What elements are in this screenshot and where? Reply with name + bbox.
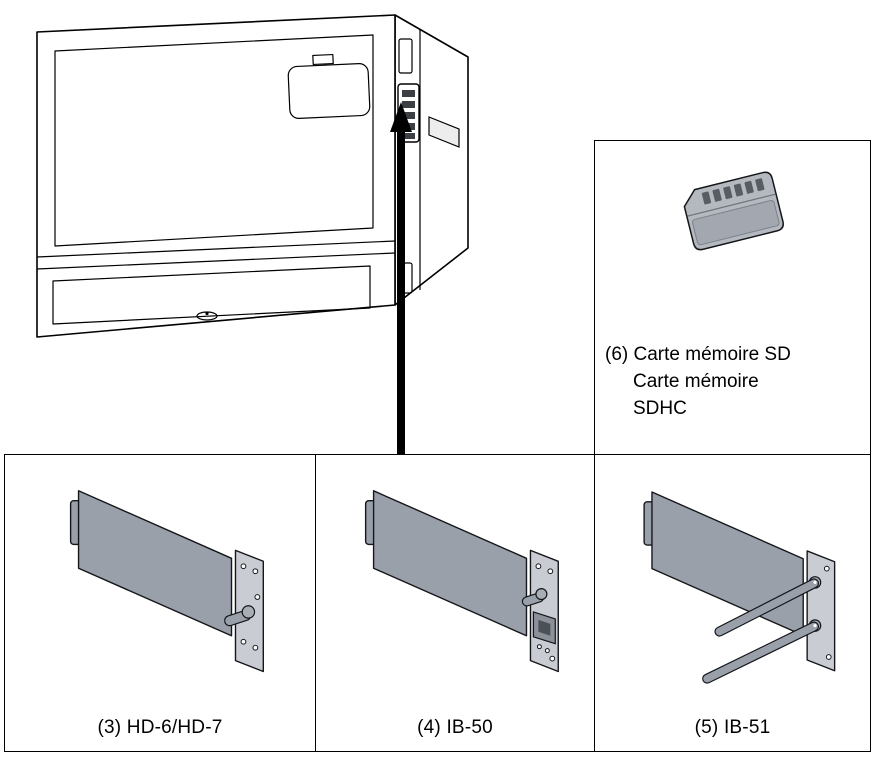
ib51-antennas [702, 576, 822, 684]
printer-illustration [36, 14, 469, 338]
network-interface-card-icon [364, 490, 559, 673]
option-slot-arrow-head [390, 102, 412, 132]
side-handle [428, 116, 460, 148]
panel-ib51: (5) IB-51 [594, 454, 871, 752]
ib50-network-port [532, 611, 556, 645]
ib51-label: (5) IB-51 [694, 717, 771, 738]
panel-hd6-hd7: (3) HD-6/HD-7 [4, 454, 316, 752]
panel-ib50: (4) IB-50 [315, 454, 595, 752]
paper-cassette [52, 265, 371, 325]
hd-connector [224, 605, 256, 627]
sd-card-label-line3: SDHC [633, 398, 687, 419]
sd-card-label-line2: Carte mémoire [633, 371, 759, 392]
front-handle [287, 63, 371, 119]
printer-front-details [36, 34, 396, 325]
wireless-interface-card-icon [643, 491, 836, 684]
sd-card-icon [683, 171, 784, 251]
hd6-hd7-label: (3) HD-6/HD-7 [97, 717, 223, 738]
sd-card-label: (6) Carte mémoire SD Carte mémoire SDHC [605, 341, 791, 422]
hard-disk-option-icon [69, 490, 264, 673]
panel-sd-card: (6) Carte mémoire SD Carte mémoire SDHC [594, 140, 871, 455]
sd-card-label-line1: (6) Carte mémoire SD [605, 344, 791, 365]
option-slot-arrow [397, 130, 405, 455]
ib50-label: (4) IB-50 [417, 717, 493, 738]
ib50-round-connector [521, 588, 548, 607]
